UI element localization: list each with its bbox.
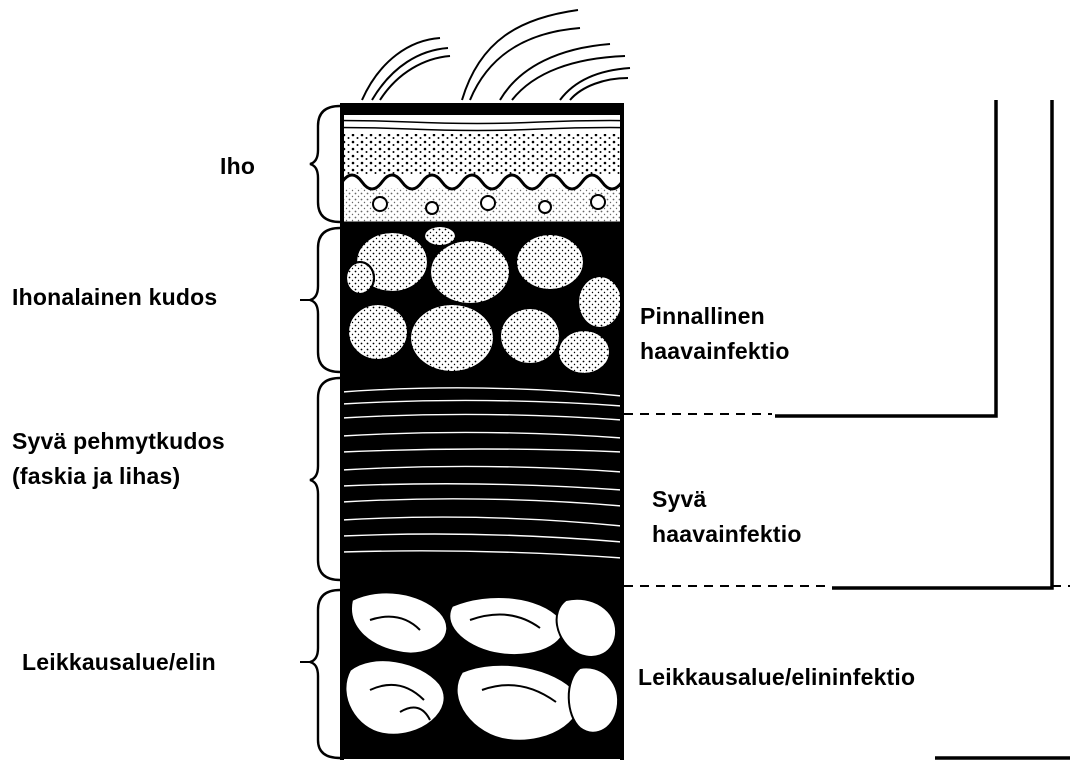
layer-brackets <box>310 106 340 758</box>
label-superficial-infection-line-2: haavainfektio <box>640 334 790 369</box>
label-skin: Iho <box>220 149 255 184</box>
label-deep-soft-tissue-line-2: (faskia ja lihas) <box>12 459 225 494</box>
label-organ-space: Leikkausalue/elin <box>22 645 216 680</box>
leader-ticks <box>300 300 310 662</box>
label-deep-soft-tissue-line-1: Syvä pehmytkudos <box>12 424 225 459</box>
subcutaneous-layer <box>342 224 622 374</box>
hair-strands <box>362 10 630 100</box>
skin-layer <box>342 103 622 223</box>
tissue-column <box>342 103 622 760</box>
label-deep-infection: Syvä haavainfektio <box>652 482 802 552</box>
label-deep-infection-line-2: haavainfektio <box>652 517 802 552</box>
label-superficial-infection: Pinnallinen haavainfektio <box>640 299 790 369</box>
label-organ-space-infection: Leikkausalue/elininfektio <box>638 660 915 695</box>
deep-soft-tissue-layer <box>342 374 622 584</box>
label-superficial-infection-line-1: Pinnallinen <box>640 299 790 334</box>
organ-space-layer <box>342 584 622 760</box>
label-deep-infection-line-1: Syvä <box>652 482 802 517</box>
label-deep-soft-tissue: Syvä pehmytkudos (faskia ja lihas) <box>12 424 225 494</box>
label-subcutaneous-tissue: Ihonalainen kudos <box>12 280 217 315</box>
